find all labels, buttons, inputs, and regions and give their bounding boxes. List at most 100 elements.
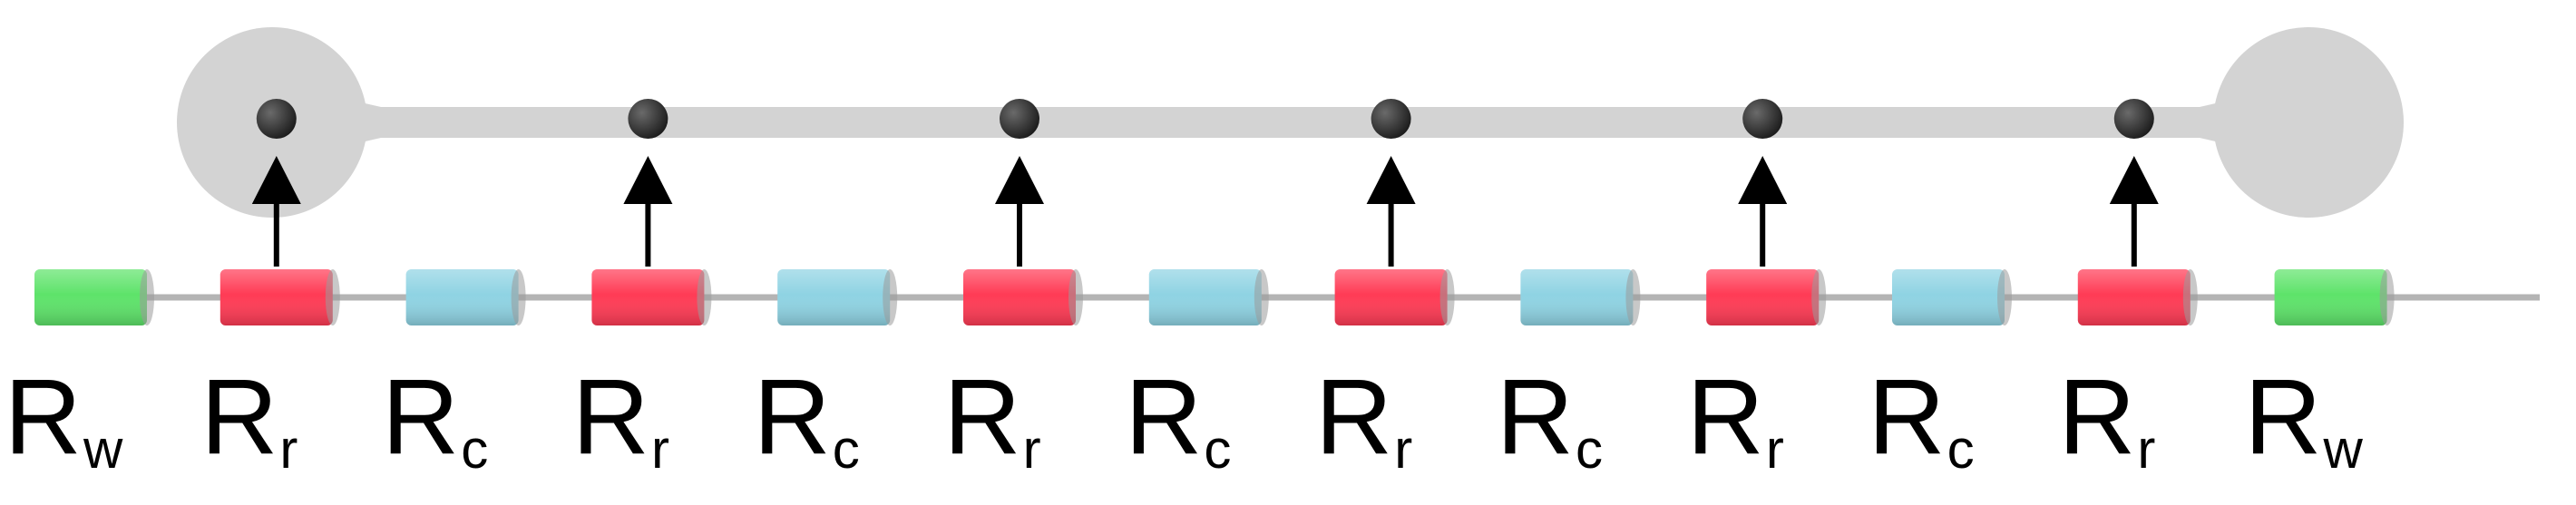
segment-label: Rr xyxy=(200,357,298,480)
segment-end-cap xyxy=(1625,269,1641,325)
label-subscript: c xyxy=(833,419,860,480)
segment-rigid xyxy=(1706,269,1827,325)
sphere-bead-icon xyxy=(1742,99,1783,139)
segment-label: Rc xyxy=(1497,357,1603,480)
segment-shading xyxy=(34,269,147,325)
segment-label: Rr xyxy=(2058,357,2155,480)
membrane-right-lobe xyxy=(2213,27,2404,218)
segment-rigid xyxy=(591,269,712,325)
up-arrow-icon xyxy=(995,156,1044,267)
segment-label: Rc xyxy=(1868,357,1974,480)
segment-coil xyxy=(1892,269,2012,325)
arrow-head xyxy=(623,156,673,204)
segment-shading xyxy=(591,269,705,325)
segment-coil xyxy=(1520,269,1641,325)
arrow-head xyxy=(251,156,301,204)
membrane-shape xyxy=(177,27,2404,218)
label-subscript: r xyxy=(2137,419,2155,480)
label-main: R xyxy=(382,357,459,477)
segment-shading xyxy=(2077,269,2191,325)
segment-coil xyxy=(1148,269,1269,325)
label-main: R xyxy=(1315,357,1392,477)
segment-shading xyxy=(777,269,891,325)
segment-shading xyxy=(1334,269,1448,325)
label-subscript: c xyxy=(1947,419,1975,480)
segment-label: Rc xyxy=(754,357,860,480)
segment-coil xyxy=(777,269,898,325)
membrane-right-neck xyxy=(2200,100,2231,145)
label-main: R xyxy=(943,357,1020,477)
label-subscript: r xyxy=(651,419,669,480)
segment-shading xyxy=(1892,269,2005,325)
segment-end-cap xyxy=(2379,269,2395,325)
up-arrow-icon xyxy=(251,156,301,267)
label-main: R xyxy=(1125,357,1202,477)
label-main: R xyxy=(1868,357,1945,477)
sphere-bead-icon xyxy=(1000,99,1039,139)
label-main: R xyxy=(572,357,649,477)
label-subscript: r xyxy=(1394,419,1412,480)
label-subscript: w xyxy=(83,419,123,480)
sphere-bead-icon xyxy=(628,99,668,139)
up-arrow-icon xyxy=(1738,156,1788,267)
segment-end-cap xyxy=(2182,269,2198,325)
label-main: R xyxy=(5,357,82,477)
arrow-head xyxy=(995,156,1044,204)
segment-end-cap xyxy=(511,269,526,325)
arrow-head xyxy=(2109,156,2159,204)
segment-coil xyxy=(405,269,526,325)
label-subscript: c xyxy=(1576,419,1603,480)
label-main: R xyxy=(2244,357,2321,477)
chain-segments xyxy=(34,269,2395,325)
segment-end-cap xyxy=(1254,269,1269,325)
segment-end-cap xyxy=(1811,269,1827,325)
sphere-bead-icon xyxy=(1371,99,1411,139)
segment-shading xyxy=(2274,269,2387,325)
segment-label: Rc xyxy=(1125,357,1231,480)
label-subscript: w xyxy=(2323,419,2364,480)
segment-end-cap xyxy=(1439,269,1455,325)
label-subscript: c xyxy=(461,419,488,480)
up-arrow-icon xyxy=(623,156,673,267)
segment-label: Rr xyxy=(572,357,669,480)
segment-wall xyxy=(2274,269,2395,325)
segment-label: Rw xyxy=(2244,357,2363,480)
segment-rigid xyxy=(2077,269,2198,325)
segment-label: Rc xyxy=(382,357,488,480)
label-subscript: c xyxy=(1204,419,1231,480)
segment-end-cap xyxy=(325,269,340,325)
segment-end-cap xyxy=(1997,269,2012,325)
membrane-left-neck xyxy=(349,100,381,145)
arrow-head xyxy=(1738,156,1788,204)
segment-rigid xyxy=(220,269,340,325)
sphere-bead-icon xyxy=(2113,99,2154,139)
segment-shading xyxy=(405,269,519,325)
up-arrow-icon xyxy=(2109,156,2159,267)
segment-rigid xyxy=(963,269,1083,325)
label-main: R xyxy=(754,357,831,477)
segment-end-cap xyxy=(140,269,154,325)
segment-label: Rr xyxy=(1687,357,1784,480)
segment-shading xyxy=(220,269,333,325)
label-main: R xyxy=(2058,357,2135,477)
label-main: R xyxy=(1497,357,1574,477)
up-arrow-icon xyxy=(1366,156,1416,267)
segment-shading xyxy=(963,269,1076,325)
label-subscript: r xyxy=(1023,419,1041,480)
label-main: R xyxy=(200,357,278,477)
segment-end-cap xyxy=(883,269,898,325)
segment-label: Rw xyxy=(5,357,123,480)
segment-label: Rr xyxy=(1315,357,1412,480)
segment-label: Rr xyxy=(943,357,1040,480)
label-subscript: r xyxy=(1766,419,1784,480)
membrane-bar xyxy=(327,107,2259,138)
segment-shading xyxy=(1706,269,1820,325)
segment-end-cap xyxy=(697,269,712,325)
arrow-head xyxy=(1366,156,1416,204)
sphere-bead-icon xyxy=(256,99,297,139)
segment-wall xyxy=(34,269,154,325)
segment-end-cap xyxy=(1068,269,1083,325)
label-main: R xyxy=(1687,357,1764,477)
